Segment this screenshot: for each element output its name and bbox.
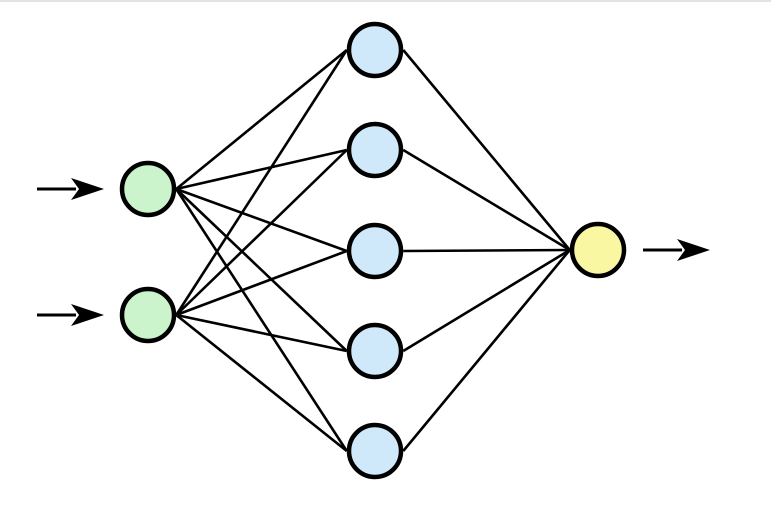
top-border-line [0,0,771,2]
edges-layer [175,48,571,453]
input-arrow-2 [37,304,104,326]
edge-hidden-to-output [403,248,570,253]
hidden-node-1 [346,21,404,79]
edge-hidden-to-output [402,148,571,252]
edge-input-to-hidden [175,313,348,453]
edge-input-to-hidden [175,249,348,317]
edge-input-to-hidden [175,148,348,191]
input-node-1 [119,160,177,218]
edge-hidden-to-output [402,49,571,251]
output-arrow-head-icon [677,239,710,261]
edge-input-to-hidden [175,149,348,316]
hidden-node-2 [346,121,404,179]
hidden-node-5 [346,422,404,480]
edge-input-to-hidden [175,188,348,452]
edge-hidden-to-output [402,249,571,452]
nodes-layer [119,21,627,480]
output-node-1 [569,221,627,279]
edge-hidden-to-output [402,248,571,353]
edge-input-to-hidden [175,187,348,253]
edge-input-to-hidden [175,313,348,353]
edge-input-to-hidden [175,188,348,352]
output-arrow [643,239,710,261]
input-arrow-1-head-icon [71,178,104,200]
edge-input-to-hidden [175,48,348,191]
input-node-2 [119,286,177,344]
edge-input-to-hidden [175,49,348,316]
input-arrow-1 [37,178,104,200]
hidden-node-3 [346,222,404,280]
arrows-layer [37,178,710,326]
input-arrow-2-head-icon [71,304,104,326]
hidden-node-4 [346,322,404,380]
